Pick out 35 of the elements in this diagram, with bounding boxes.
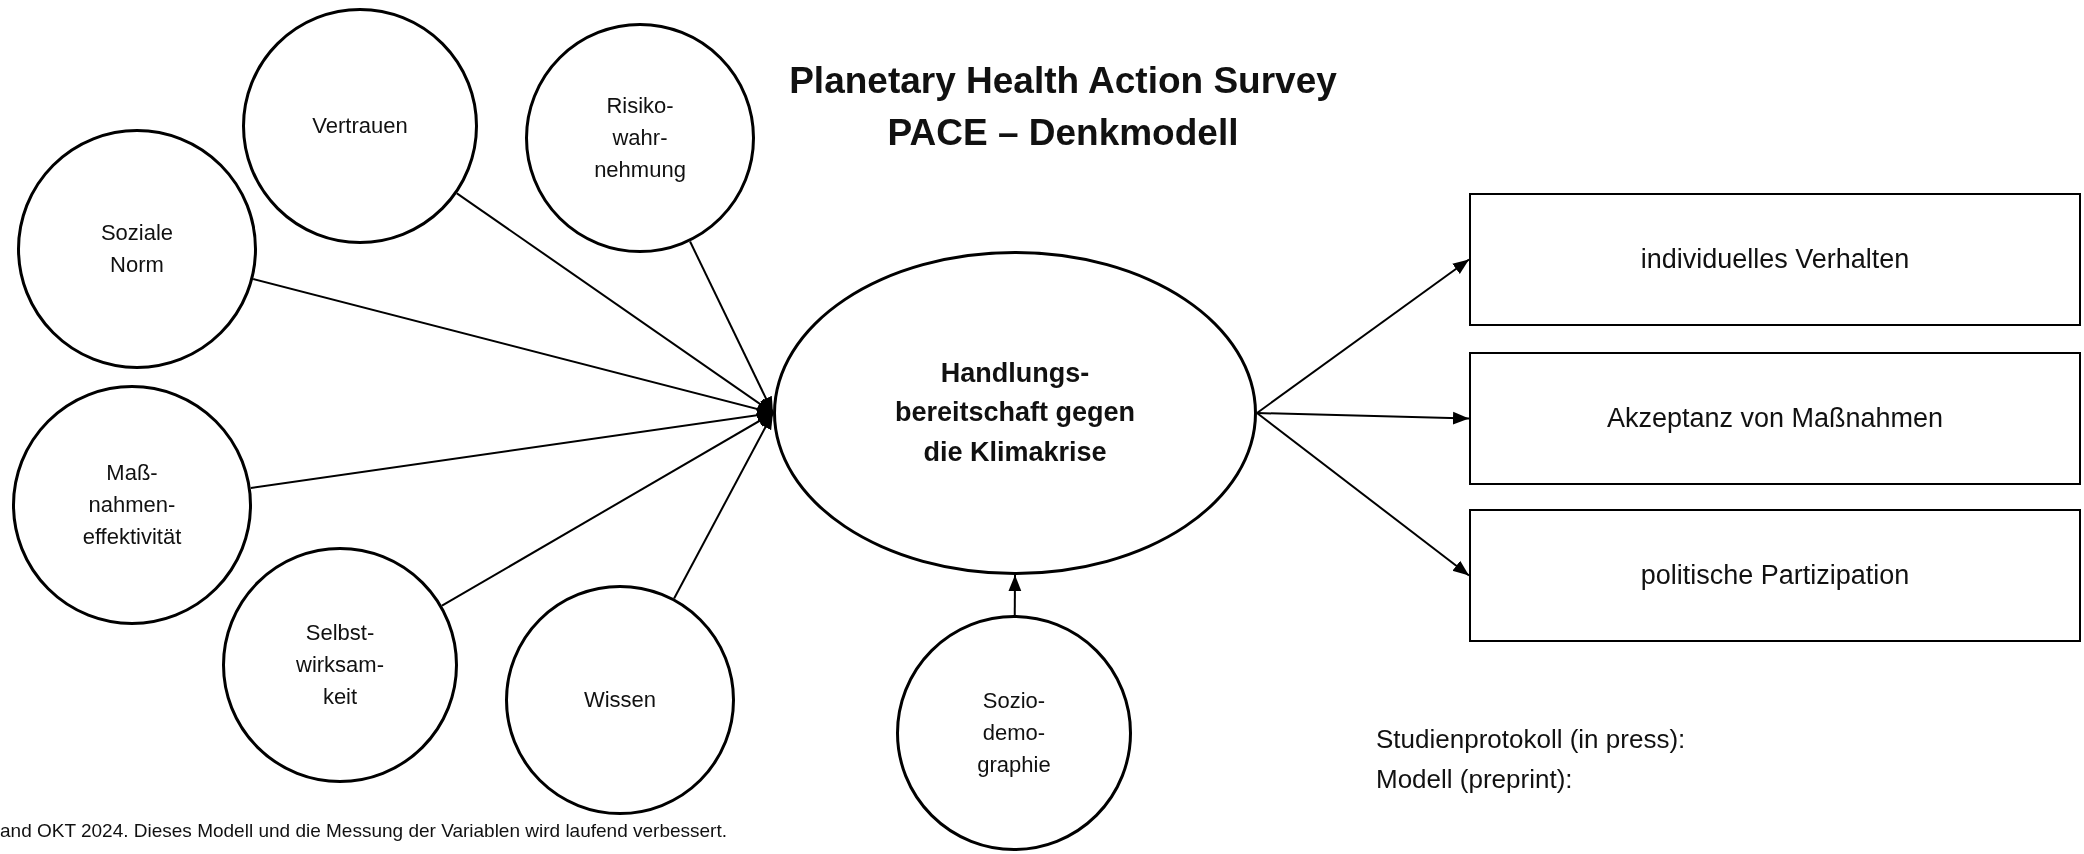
node-label: Vertrauen xyxy=(311,112,409,141)
node-label: Akzeptanz von Maßnahmen xyxy=(1605,401,1945,435)
outcome-box xyxy=(1469,352,2081,485)
diagram-title: Planetary Health Action Survey PACE – Denkmodell xyxy=(788,59,1338,155)
node-label: Maß- nahmen- effektivität xyxy=(81,459,183,551)
factor-circle xyxy=(222,547,458,783)
arrow xyxy=(441,412,774,607)
factor-circle xyxy=(17,129,257,369)
factor-circle xyxy=(505,585,735,815)
factor-circle xyxy=(12,385,252,625)
node-label: politische Partizipation xyxy=(1639,558,1911,592)
arrow xyxy=(1008,574,1022,616)
node-label: Soziale Norm xyxy=(99,219,175,279)
arrow xyxy=(689,240,774,414)
arrow xyxy=(1256,412,1470,577)
outcome-box xyxy=(1469,193,2081,326)
factor-circle xyxy=(242,8,478,244)
node-label: Risiko- wahr- nehmung xyxy=(593,92,687,184)
node-label: Handlungs- bereitschaft gegen die Klimakrise xyxy=(893,357,1137,469)
arrow xyxy=(673,412,774,600)
node-label: Wissen xyxy=(582,686,658,715)
reference-note: Modell (preprint): xyxy=(1376,764,1573,795)
node-label: individuelles Verhalten xyxy=(1639,242,1911,276)
node-label: Selbst- wirksam- keit xyxy=(295,619,385,711)
reference-note: Studienprotokoll (in press): xyxy=(1376,724,1686,755)
arrow xyxy=(1256,258,1470,414)
outcome-ellipse xyxy=(773,251,1257,575)
factor-circle xyxy=(525,23,755,253)
arrow xyxy=(1256,411,1470,425)
node-label: Sozio- demo- graphie xyxy=(976,687,1052,779)
outcome-box xyxy=(1469,509,2081,642)
factor-circle xyxy=(896,615,1132,851)
arrow xyxy=(252,277,774,416)
arrow xyxy=(249,408,774,489)
footnote: and OKT 2024. Dieses Modell und die Messung der Variablen wird laufend verbessert. xyxy=(0,820,727,842)
